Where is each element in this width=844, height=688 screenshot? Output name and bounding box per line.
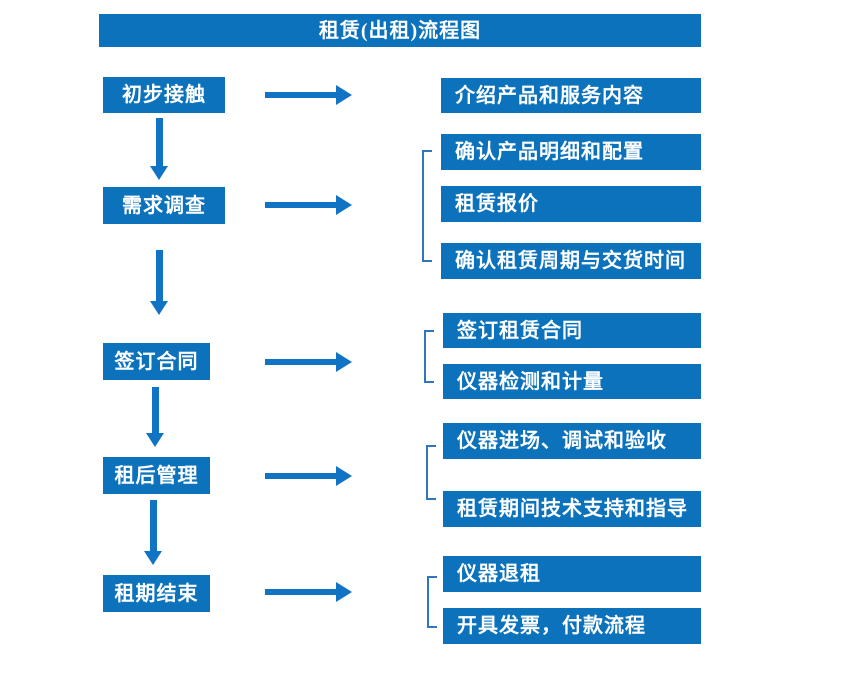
down-arrow-icon: [150, 118, 168, 180]
right-arrow-icon: [265, 466, 352, 486]
stage-lease-end: 租期结束: [103, 575, 210, 612]
right-arrow-icon: [265, 352, 352, 372]
flow-step-box: 签订租赁合同: [443, 313, 701, 348]
bracket-icon: [426, 445, 436, 500]
flow-step-box: 仪器进场、调试和验收: [443, 423, 701, 459]
flow-step-box: 确认产品明细和配置: [441, 134, 701, 170]
bracket-icon: [422, 150, 432, 262]
flow-step-box: 租赁期间技术支持和指导: [443, 491, 701, 527]
stage-initial-contact: 初步接触: [103, 77, 225, 113]
down-arrow-icon: [144, 500, 162, 565]
right-arrow-icon: [265, 582, 352, 602]
stage-demand-survey: 需求调查: [103, 187, 225, 224]
flow-step-box: 租赁报价: [441, 186, 701, 222]
stage-sign-contract: 签订合同: [103, 343, 210, 380]
down-arrow-icon: [146, 387, 164, 447]
stage-post-rental-management: 租后管理: [103, 457, 210, 494]
flow-step-box: 介绍产品和服务内容: [441, 78, 701, 113]
flowchart-title: 租赁(出租)流程图: [99, 14, 701, 47]
bracket-icon: [427, 576, 437, 628]
flow-step-box: 仪器退租: [443, 556, 701, 592]
bracket-icon: [424, 330, 434, 383]
down-arrow-icon: [150, 250, 168, 315]
right-arrow-icon: [265, 195, 352, 215]
flow-step-box: 确认租赁周期与交货时间: [441, 243, 701, 279]
flow-step-box: 仪器检测和计量: [443, 364, 701, 399]
flow-step-box: 开具发票，付款流程: [443, 608, 701, 644]
right-arrow-icon: [265, 85, 352, 105]
